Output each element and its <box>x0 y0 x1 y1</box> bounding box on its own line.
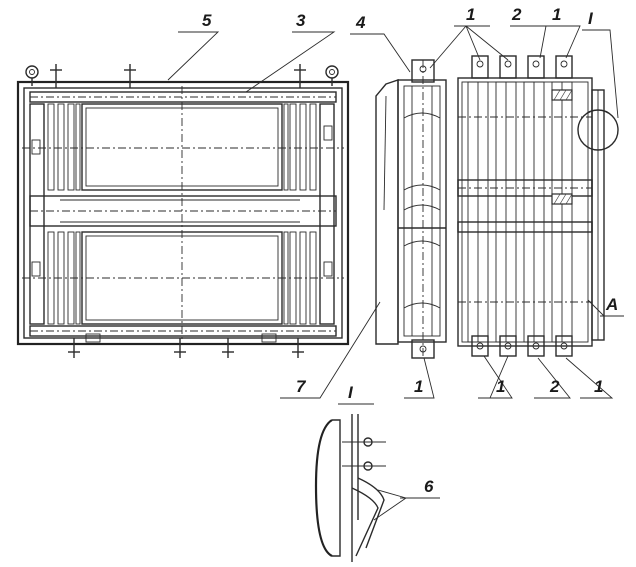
front-view <box>16 64 350 358</box>
callout-1-top-b: 1 <box>552 5 561 24</box>
callout-6: 6 <box>424 477 434 496</box>
callout-2-bot: 2 <box>549 377 560 396</box>
callout-1-bot-a: 1 <box>414 377 423 396</box>
side-view <box>375 59 447 359</box>
callout-4: 4 <box>355 13 366 32</box>
leader-lines <box>167 25 624 521</box>
callout-1-bot-b: 1 <box>496 377 505 396</box>
detail-i-view <box>314 414 386 562</box>
callout-1-top-a: 1 <box>466 5 475 24</box>
cooling-sections <box>457 55 619 357</box>
callout-I-detail: I <box>348 383 354 402</box>
callout-I-top: I <box>588 9 594 28</box>
callout-7: 7 <box>296 377 307 396</box>
callout-5: 5 <box>202 11 212 30</box>
callout-2-top: 2 <box>511 5 522 24</box>
callout-3: 3 <box>296 11 306 30</box>
callout-A: A <box>605 295 618 314</box>
callout-1-bot-c: 1 <box>594 377 603 396</box>
